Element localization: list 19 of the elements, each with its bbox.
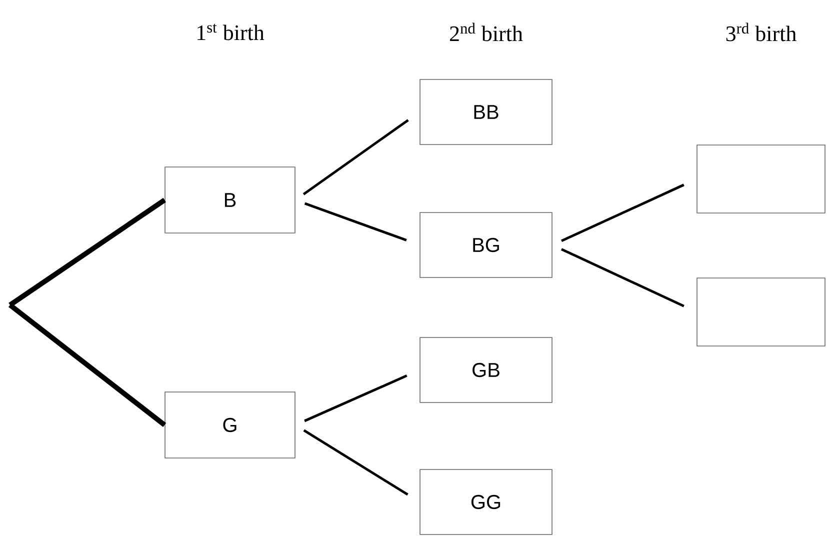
outcome-box: GB	[420, 337, 552, 403]
outcome-box: BB	[420, 79, 552, 145]
outcome-box: GG	[420, 469, 552, 535]
branch-line	[303, 429, 408, 496]
branch-line	[560, 248, 684, 308]
outcome-box: G	[164, 392, 296, 458]
branch-line	[8, 198, 166, 308]
outcome-box: BG	[420, 212, 552, 278]
column-heading: 3$^{rd}$ birth	[726, 22, 796, 42]
branch-line	[304, 202, 407, 242]
branch-line	[8, 303, 166, 427]
outcome-box: B	[164, 166, 296, 234]
branch-line	[304, 374, 408, 422]
empty-box	[696, 144, 826, 214]
branch-line	[560, 184, 684, 242]
empty-box	[696, 278, 826, 346]
column-heading: 2$^{nd}$ birth	[450, 22, 523, 42]
branch-line	[302, 119, 409, 196]
column-heading: 1$^{st}$ birth	[198, 24, 264, 40]
